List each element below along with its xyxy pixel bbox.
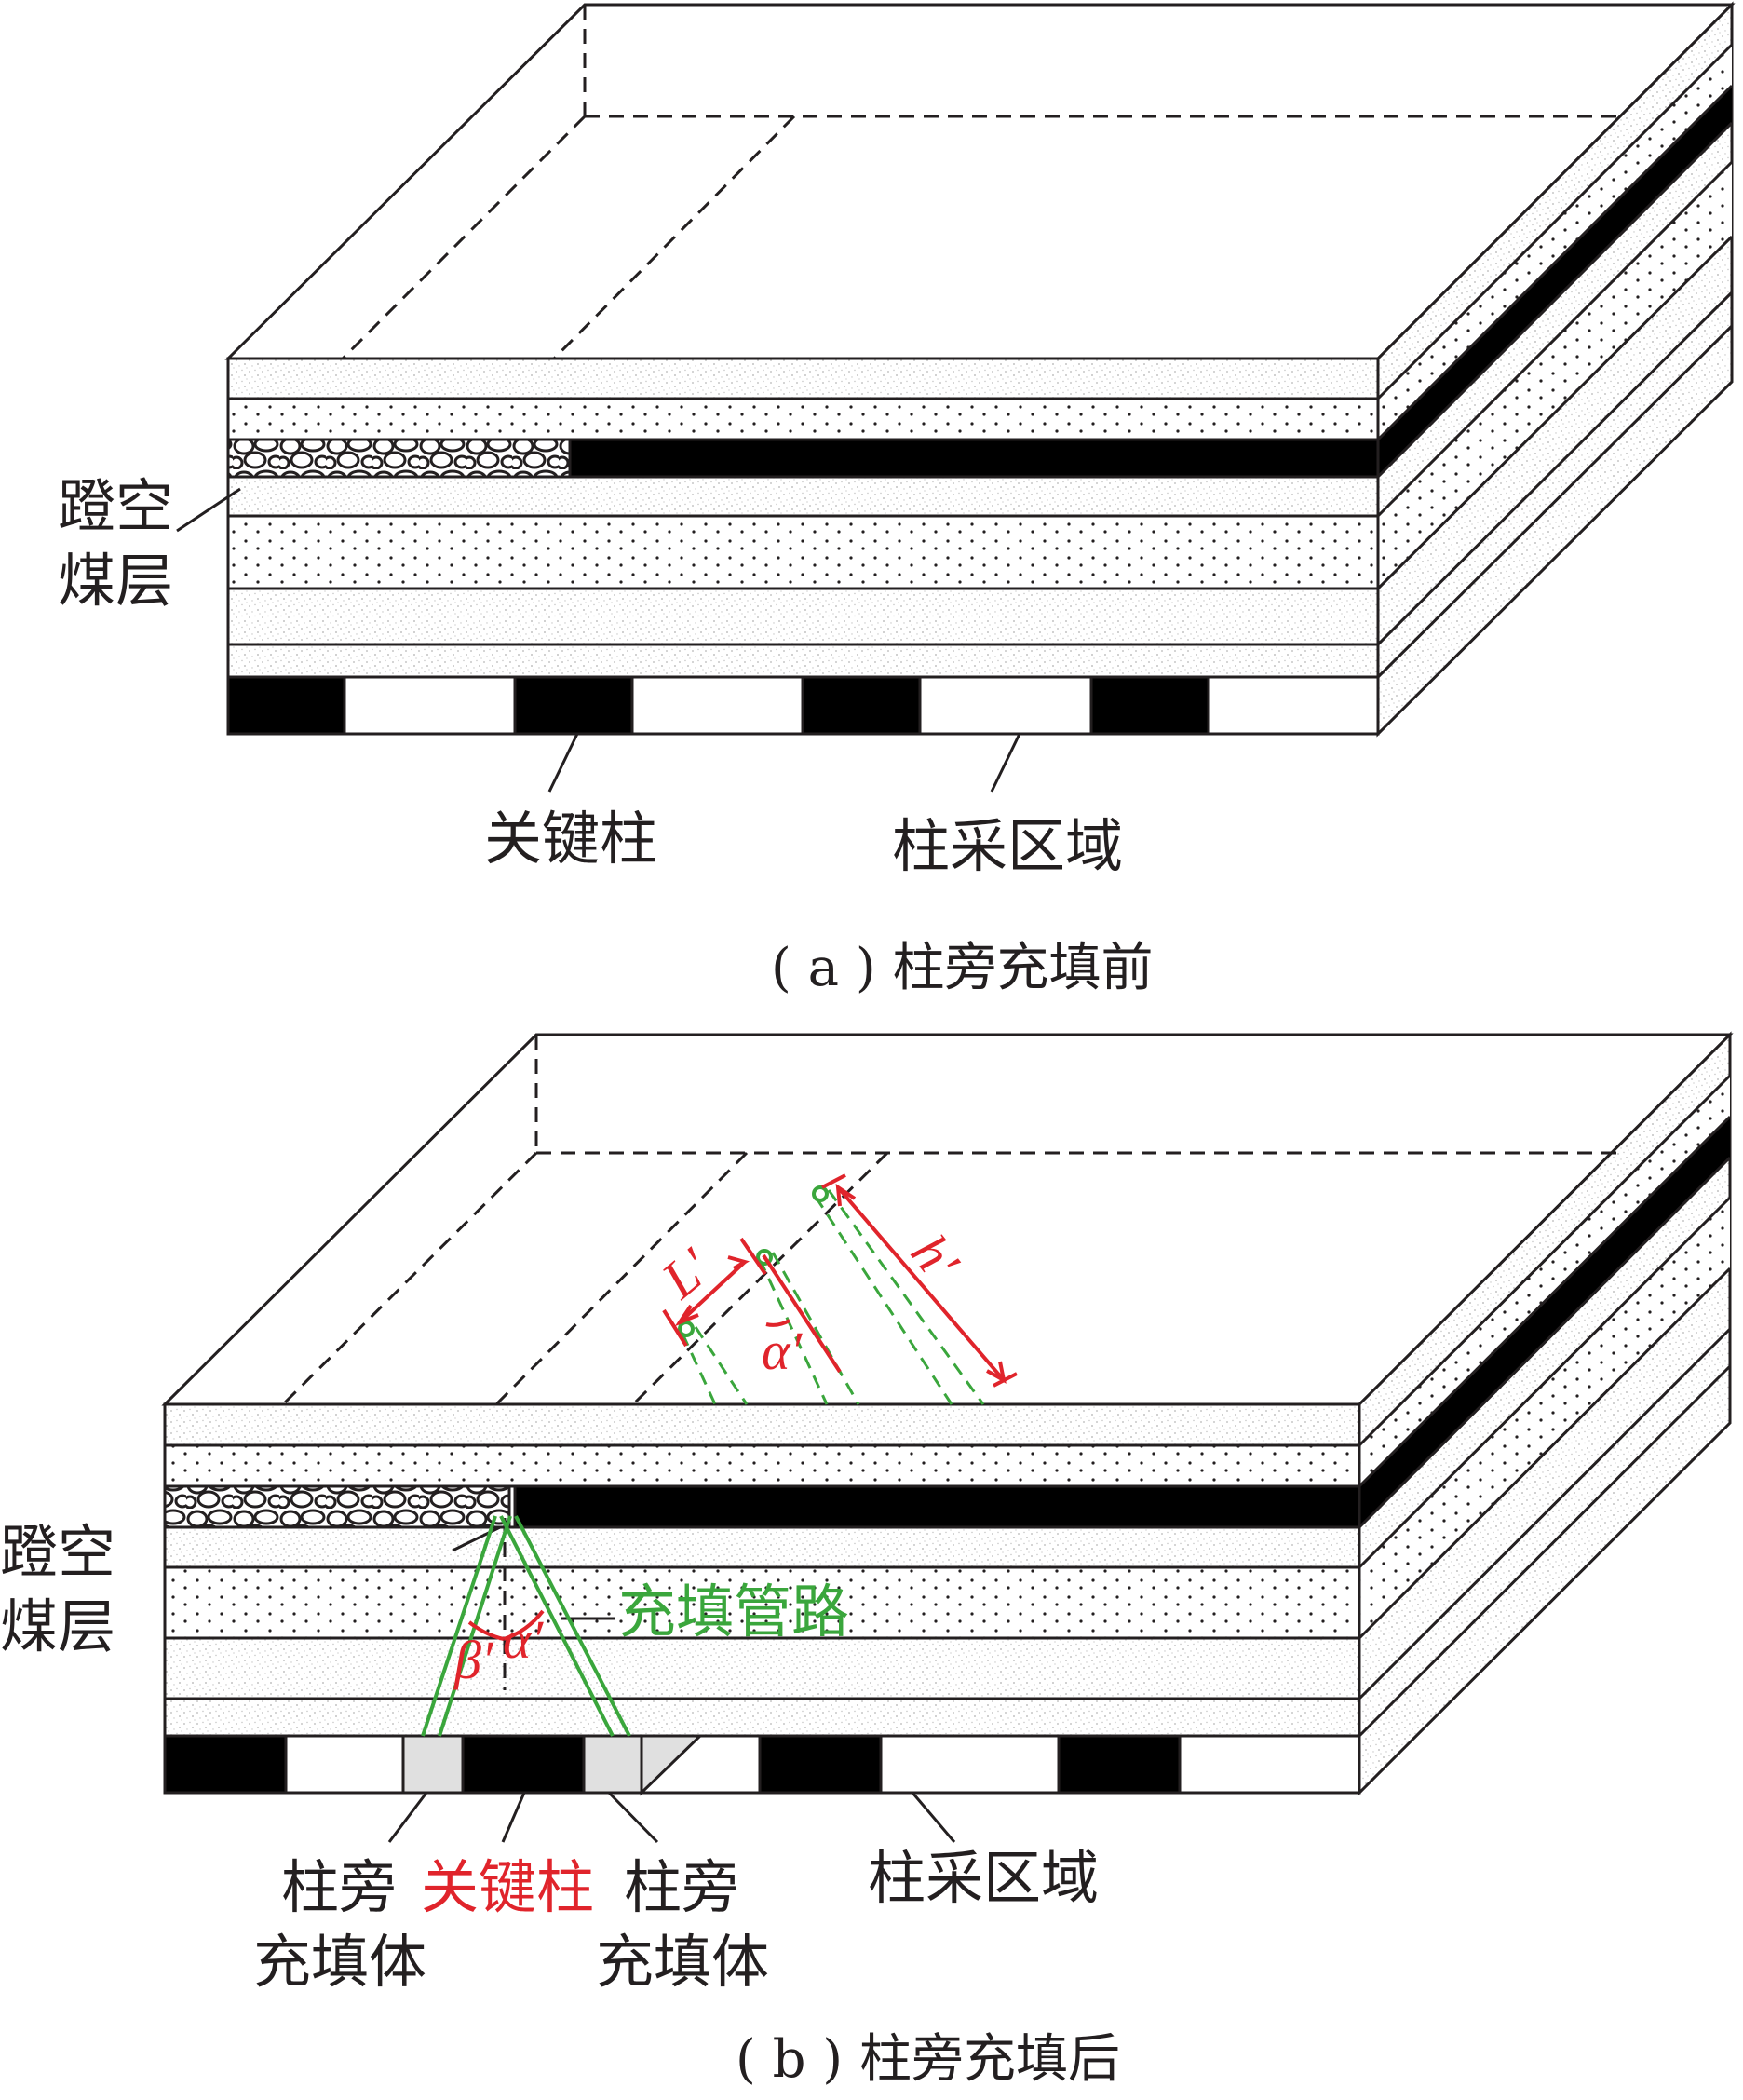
panel-a-coal-seam xyxy=(568,438,1380,479)
panel-a-key-pillar xyxy=(513,675,634,736)
panel-b-symbol-beta: β′ xyxy=(453,1630,494,1690)
panel-b-fill-pipe-label: 充填管路 xyxy=(618,1578,849,1646)
panel-b-pillar xyxy=(1057,1734,1182,1795)
panel-a-pillar xyxy=(1089,675,1210,736)
panel-a-pillar xyxy=(801,675,922,736)
panel-b-goaf-label-1: 蹬空 xyxy=(0,1518,115,1586)
panel-b-dimensions xyxy=(467,1173,1018,1641)
panel-b-mining-zone-label: 柱采区域 xyxy=(868,1844,1099,1912)
panel-b-side-coal-seam xyxy=(1359,1117,1730,1527)
panel-a-goaf-label-2: 煤层 xyxy=(58,547,173,615)
panel-a-goaf-rubble xyxy=(226,438,572,479)
panel-a-mining-zone-label: 柱采区域 xyxy=(892,812,1123,880)
panel-b-side-fill-left xyxy=(401,1734,465,1795)
panel-b-side-fill-right xyxy=(582,1734,643,1795)
panel-b-key-pillar xyxy=(461,1734,586,1795)
panel-a-goaf-label-1: 蹬空 xyxy=(58,472,173,540)
panel-b-symbol-alpha-top: α′ xyxy=(762,1321,803,1381)
panel-a-pillar xyxy=(226,675,346,736)
panel-b-pillar xyxy=(163,1734,288,1795)
panel-b-goaf-label-2: 煤层 xyxy=(0,1592,115,1660)
panel-b-side-fill-left-label-2: 充填体 xyxy=(253,1928,426,1996)
panel-b-goaf-rubble xyxy=(163,1484,511,1529)
panel-b-symbol-alpha: α′ xyxy=(503,1609,544,1670)
panel-b-block xyxy=(161,1031,1734,1844)
panel-b-key-pillar-label: 关键柱 xyxy=(421,1853,594,1921)
panel-b-side-fill-left-label-1: 柱旁 xyxy=(281,1853,397,1921)
panel-b-pillar xyxy=(758,1734,883,1795)
panel-a-caption: ( a ) 柱旁充填前 xyxy=(771,938,1153,998)
panel-b-side-fill-right-label-1: 柱旁 xyxy=(624,1853,739,1921)
panel-b-side-fill-right-label-2: 充填体 xyxy=(596,1928,769,1996)
panel-a-block xyxy=(176,1,1736,793)
panel-b-caption: ( b ) 柱旁充填后 xyxy=(736,2029,1120,2090)
panel-a-side-coal-seam xyxy=(1378,86,1732,477)
panel-a-key-pillar-label: 关键柱 xyxy=(484,805,657,873)
panel-b-coal-seam xyxy=(513,1484,1361,1529)
